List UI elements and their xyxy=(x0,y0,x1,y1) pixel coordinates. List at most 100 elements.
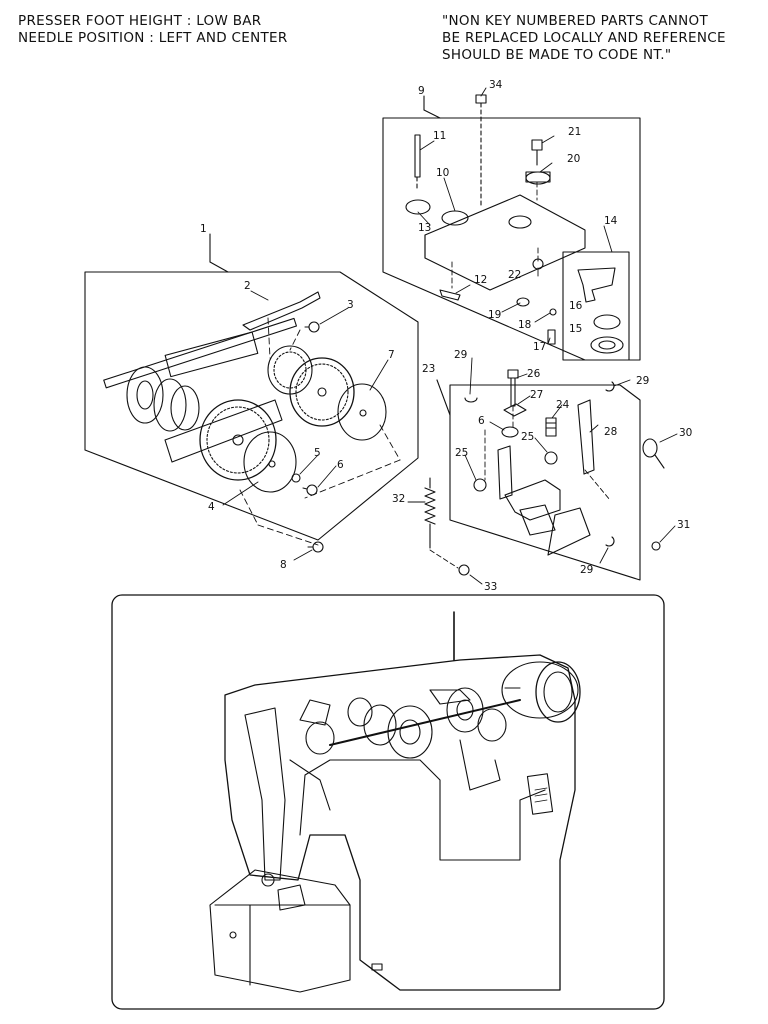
label-part-19: 19 xyxy=(488,309,501,321)
label-part-32: 32 xyxy=(392,493,405,505)
washer-part-5 xyxy=(291,473,301,483)
data-plate xyxy=(526,773,554,815)
label-part-4: 4 xyxy=(208,501,215,513)
lever-part-28 xyxy=(577,399,595,475)
panel-9-leaders xyxy=(417,87,613,345)
label-part-2: 2 xyxy=(244,280,251,292)
label-part-8: 8 xyxy=(280,559,287,571)
washer-part-6-right xyxy=(501,426,519,438)
panel-9-top-cover xyxy=(382,87,641,361)
washer-part-13 xyxy=(405,199,431,215)
spring-part-30 xyxy=(642,438,665,469)
screw-part-31 xyxy=(651,541,661,551)
label-part-31: 31 xyxy=(677,519,690,531)
label-part-29-a: 29 xyxy=(454,349,467,361)
label-part-1: 1 xyxy=(200,223,207,235)
non-key-parts-line-1: "NON KEY NUMBERED PARTS CANNOT xyxy=(442,13,709,29)
label-part-25-left: 25 xyxy=(455,447,468,459)
label-part-12: 12 xyxy=(474,274,487,286)
needle-bar-mechanism xyxy=(244,707,286,881)
gear-large-left xyxy=(199,399,277,481)
pin-part-11 xyxy=(414,134,421,191)
screw-part-33 xyxy=(429,549,483,585)
disc-part-4 xyxy=(243,431,297,493)
spring-part-32 xyxy=(407,477,436,549)
screw-part-21 xyxy=(531,139,543,166)
washer-part-16 xyxy=(593,314,621,330)
label-part-20: 20 xyxy=(567,153,580,165)
label-part-17: 17 xyxy=(533,341,546,353)
label-part-26: 26 xyxy=(527,368,541,380)
label-part-13: 13 xyxy=(418,222,431,234)
label-part-9: 9 xyxy=(418,85,425,97)
nut-part-20 xyxy=(525,171,551,185)
presser-foot-overview xyxy=(277,884,306,911)
label-part-5: 5 xyxy=(314,447,321,459)
sewing-machine-overview xyxy=(111,594,665,1010)
lever-part-2 xyxy=(242,291,321,331)
panel-9-guide-lines xyxy=(451,181,539,289)
lever-part-14 xyxy=(577,267,616,303)
spring-part-12 xyxy=(439,289,461,301)
label-part-22: 22 xyxy=(508,269,521,281)
label-part-27: 27 xyxy=(530,389,543,401)
washer-part-18 xyxy=(549,308,557,316)
clip-part-29-a xyxy=(464,397,478,403)
spring-part-24 xyxy=(545,417,557,437)
presser-foot-height-line: PRESSER FOOT HEIGHT : LOW BAR xyxy=(18,13,262,29)
washer-part-15 xyxy=(590,336,624,354)
label-part-3: 3 xyxy=(347,299,354,311)
label-part-15: 15 xyxy=(569,323,582,335)
nut-part-25-right xyxy=(544,451,558,465)
label-part-30: 30 xyxy=(679,427,692,439)
panel-23-presser-assembly xyxy=(436,357,678,581)
label-part-28: 28 xyxy=(604,426,617,438)
label-part-25-right: 25 xyxy=(521,431,534,443)
screw-part-17 xyxy=(547,329,556,345)
machine-base xyxy=(209,869,351,993)
clip-part-29-b xyxy=(605,381,615,392)
screw-part-8 xyxy=(307,541,324,553)
label-part-24: 24 xyxy=(556,399,570,411)
screw-part-34 xyxy=(475,94,487,206)
panel-23-leaders xyxy=(464,357,678,564)
label-part-34: 34 xyxy=(489,79,503,91)
gear-small-top xyxy=(267,345,313,395)
label-part-21: 21 xyxy=(568,126,581,138)
panel-1-guide-lines xyxy=(239,317,401,546)
disc-part-7 xyxy=(337,383,387,441)
panel-1-gear-assembly xyxy=(84,233,419,561)
label-part-14: 14 xyxy=(604,215,618,227)
nut-part-27 xyxy=(503,403,527,417)
needle-position-line: NEEDLE POSITION : LEFT AND CENTER xyxy=(18,30,288,46)
header-left-note: PRESSER FOOT HEIGHT : LOW BAR NEEDLE POS… xyxy=(18,13,288,47)
label-part-6-left: 6 xyxy=(337,459,344,471)
presser-foot-body xyxy=(504,479,561,521)
panel-1-leaders xyxy=(222,290,389,561)
presser-bar xyxy=(497,445,513,500)
internal-mechanism-cluster xyxy=(289,687,521,811)
header-right-note: "NON KEY NUMBERED PARTS CANNOT BE REPLAC… xyxy=(442,13,726,64)
label-part-33: 33 xyxy=(484,581,497,593)
cover-hole xyxy=(508,215,532,229)
clip-part-29-c xyxy=(605,536,615,547)
label-part-23: 23 xyxy=(422,363,435,375)
label-part-7: 7 xyxy=(388,349,395,361)
screw-part-3 xyxy=(304,321,320,333)
main-shaft xyxy=(103,317,297,432)
handwheel xyxy=(501,661,581,723)
machine-body-outline xyxy=(224,654,576,991)
panel-23-guide-lines xyxy=(484,405,611,501)
overview-frame xyxy=(111,594,665,1010)
non-key-parts-line-3: SHOULD BE MADE TO CODE NT." xyxy=(442,47,672,63)
clip-part-19 xyxy=(516,297,530,307)
label-part-10: 10 xyxy=(436,167,449,179)
nut-part-25-left xyxy=(473,478,487,492)
non-key-parts-line-2: BE REPLACED LOCALLY AND REFERENCE xyxy=(442,30,726,46)
label-part-6-right: 6 xyxy=(478,415,485,427)
frame-plate xyxy=(164,399,283,463)
label-part-29-c: 29 xyxy=(580,564,593,576)
